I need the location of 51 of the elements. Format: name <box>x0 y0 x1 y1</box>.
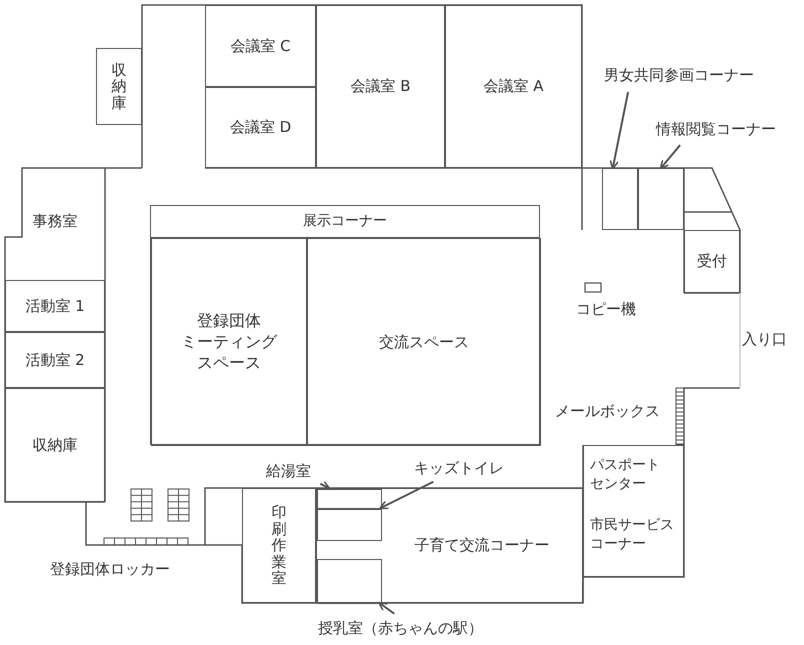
room-label: 印刷作業室 <box>272 504 286 587</box>
room-label: 子育て交流コーナー <box>414 536 550 555</box>
room-outline <box>5 388 105 502</box>
area-label: 入り口 <box>742 330 787 349</box>
room-label: 登録団体ミーティングスペース <box>181 310 277 374</box>
room-label: 活動室 2 <box>25 350 85 370</box>
room-outline <box>150 205 540 445</box>
room-label: 事務室 <box>32 212 78 230</box>
room-label: 収納庫 <box>32 436 78 454</box>
callout-text: キッズトイレ <box>414 456 508 480</box>
area-label: 登録団体ロッカー <box>50 560 170 579</box>
leader-arrow <box>320 480 330 490</box>
room-label: 収納庫 <box>112 62 126 112</box>
leader-arrow <box>610 92 630 170</box>
room-outline <box>317 509 382 541</box>
leader-arrow <box>378 602 395 614</box>
room-outline <box>638 168 684 230</box>
room-outline <box>5 332 105 388</box>
room-outline <box>602 168 638 230</box>
callout-text: 給湯室 <box>266 460 324 482</box>
area-label: メールボックス <box>555 402 660 421</box>
room-label: 活動室 1 <box>25 296 85 316</box>
room-label: 会議室 B <box>350 77 411 96</box>
room-label: パスポートセンター <box>590 456 660 494</box>
room-outline <box>5 280 105 332</box>
room-outline <box>205 5 316 87</box>
room-outline <box>242 488 316 603</box>
area-label: コピー機 <box>576 300 636 319</box>
callout-text: 授乳室（赤ちゃんの駅） <box>318 616 510 640</box>
room-label: 受付 <box>697 252 727 271</box>
room-label: 会議室 D <box>230 118 292 137</box>
room-outline <box>205 87 316 168</box>
room-outline <box>316 488 583 603</box>
room-outline <box>317 559 382 604</box>
room-label: 会議室 A <box>483 77 544 96</box>
callout-text: 情報閲覧コーナー <box>656 116 804 142</box>
room-outline <box>684 230 740 293</box>
room-outline <box>316 5 445 168</box>
room-outline <box>317 489 382 509</box>
room-label: 市民サービスコーナー <box>590 516 674 554</box>
room-label: 交流スペース <box>379 332 469 352</box>
leader-arrow <box>660 144 681 170</box>
section-heading: 展示コーナー <box>151 206 539 238</box>
room-outline <box>96 48 142 125</box>
room-label: 会議室 C <box>230 36 291 56</box>
callout-text: 男女共同参画コーナー <box>604 62 770 88</box>
room-outline <box>307 238 541 446</box>
room-outline <box>583 445 684 577</box>
leader-arrow <box>379 480 434 510</box>
room-outline <box>151 238 307 446</box>
room-outline <box>445 5 582 168</box>
